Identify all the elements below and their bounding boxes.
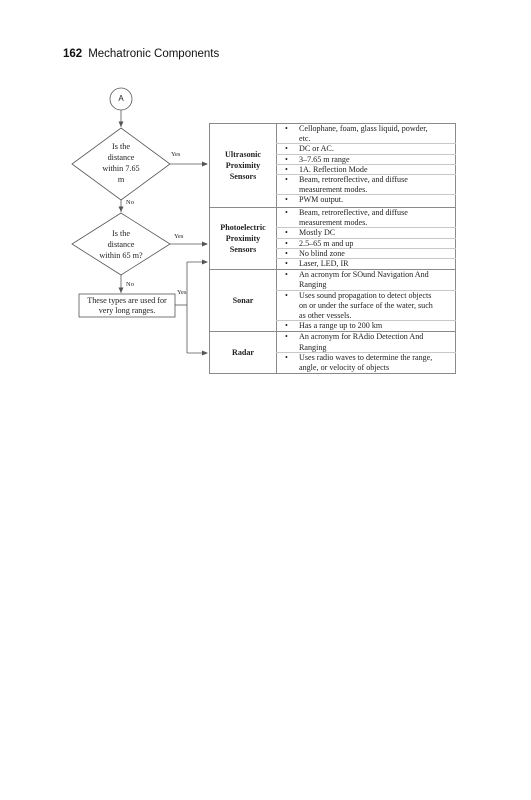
sensor-table: Ultrasonic Proximity Sensors •Cellophane… (209, 123, 456, 375)
row-name-radar: Radar (209, 331, 277, 375)
list-item: •Uses radio waves to determine the range… (285, 352, 433, 373)
row-name-photoelectric: Photoelectric Proximity Sensors (209, 206, 277, 271)
decision2-text: Is the distance within 65 m? (99, 229, 143, 260)
row-name-ultrasonic: Ultrasonic Proximity Sensors (209, 123, 277, 208)
list-item: •2.5–65 m and up (276, 239, 456, 249)
row-name-sonar: Sonar (209, 269, 277, 333)
list-item: •3–7.65 m range (276, 155, 456, 165)
process-yes-label: Yes (177, 289, 187, 296)
table-row: Radar •An acronym for RAdio Detection An… (209, 331, 456, 375)
list-item: •PWM output. (285, 195, 344, 205)
decision1-text: Is the distance within 7.65 m (102, 142, 140, 184)
table-row: Photoelectric Proximity Sensors •Beam, r… (209, 206, 456, 271)
row-bullets: •Cellophane, foam, glass liquid, powder,… (276, 123, 456, 208)
process-box (78, 293, 176, 318)
page-title: Mechatronic Components (88, 48, 220, 60)
list-item: •Has a range up to 200 km (285, 321, 383, 331)
page-number: 162 (63, 48, 83, 60)
list-item: •1A. Reflection Mode (276, 165, 456, 176)
table-row: Sonar •An acronym for SOund Navigation A… (209, 269, 456, 333)
list-item: •Uses sound propagation to detect object… (276, 291, 456, 322)
decision2-no-label: No (126, 281, 134, 288)
list-item: •No blind zone (276, 249, 456, 260)
page-header: 162 Mechatronic Components (63, 48, 219, 60)
decision1-no-label: No (126, 199, 134, 206)
list-item: •Mostly DC (276, 228, 456, 239)
table-row: Ultrasonic Proximity Sensors •Cellophane… (209, 123, 456, 208)
list-item: •Cellophane, foam, glass liquid, powder,… (276, 124, 456, 145)
list-item: •Laser, LED, IR (285, 259, 349, 269)
decision1-yes-label: Yes (171, 151, 181, 158)
decision2-yes-label: Yes (174, 233, 184, 240)
list-item: •DC or AC. (276, 144, 456, 155)
connector-label: A (118, 94, 124, 103)
process-text: These types are used for very long range… (87, 296, 167, 315)
